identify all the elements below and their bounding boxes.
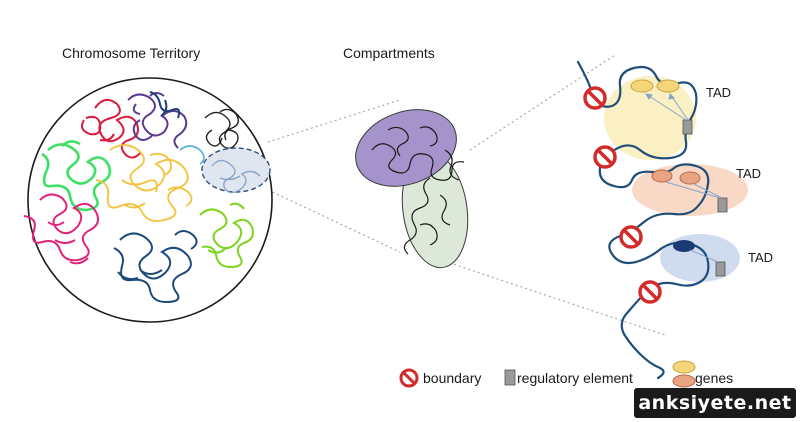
tad1-regulatory-element [682, 119, 693, 135]
boundary-icon-4 [638, 280, 662, 304]
zoom-line-top-left [267, 99, 401, 143]
tad1-gene-right [656, 79, 680, 93]
territory-purple [127, 92, 188, 149]
zoom-line-top-right [469, 54, 616, 151]
territory-lime [199, 202, 254, 269]
tad2-contact-arrows [665, 181, 723, 199]
legend-boundary-icon [399, 368, 419, 388]
compartments-group [355, 109, 469, 269]
territory-cyan [179, 145, 205, 165]
tad2-gene-right [679, 171, 701, 185]
legend-gene-yellow-icon [672, 360, 696, 374]
legend-regulatory-label: regulatory element [517, 370, 633, 386]
territory-magenta [23, 193, 99, 265]
territory-navy-bottom [113, 230, 198, 304]
chromosome-territory-title: Chromosome Territory [62, 45, 201, 61]
tad2-gene-left [651, 169, 673, 183]
territory-navy-top [149, 91, 181, 119]
tad3-contact-arrows [689, 249, 719, 263]
tad-label-3: TAD [748, 250, 774, 265]
nucleus-circle [27, 77, 273, 323]
chromosome-territory [23, 77, 273, 323]
territory-lightblue [211, 159, 261, 194]
watermark-badge: anksiyete.net [634, 388, 796, 418]
tad-label-1: TAD [706, 85, 732, 100]
territory-green [41, 140, 112, 212]
boundary-icon-1 [583, 86, 607, 110]
zoom-region-ellipse [201, 147, 271, 193]
legend-gene-orange-icon [672, 374, 696, 388]
tad-label-2: TAD [736, 166, 762, 181]
zoom-lines-right [434, 54, 666, 336]
zoom-line-bottom-left [267, 189, 401, 253]
tad3-domain [660, 234, 740, 282]
tad3-gene [673, 240, 695, 252]
tad1-gene-left [630, 79, 654, 93]
tad1-contact-arrows [645, 92, 689, 121]
tad2-regulatory-element [717, 197, 728, 213]
tad3-regulatory-element [715, 261, 726, 277]
boundary-icon-2 [593, 145, 617, 169]
territory-yellow [95, 144, 193, 222]
tad-panel [576, 60, 748, 380]
compartment-chromatin [371, 126, 465, 255]
legend-regulatory-icon [504, 369, 516, 386]
boundary-icon-3 [619, 225, 643, 249]
compartments-title: Compartments [343, 45, 435, 61]
zoom-lines-left [267, 99, 401, 253]
legend-genes-label: genes [695, 370, 734, 386]
territory-black [204, 108, 239, 149]
zoom-line-bottom-right [434, 257, 666, 336]
legend-boundary-label: boundary [423, 370, 482, 386]
